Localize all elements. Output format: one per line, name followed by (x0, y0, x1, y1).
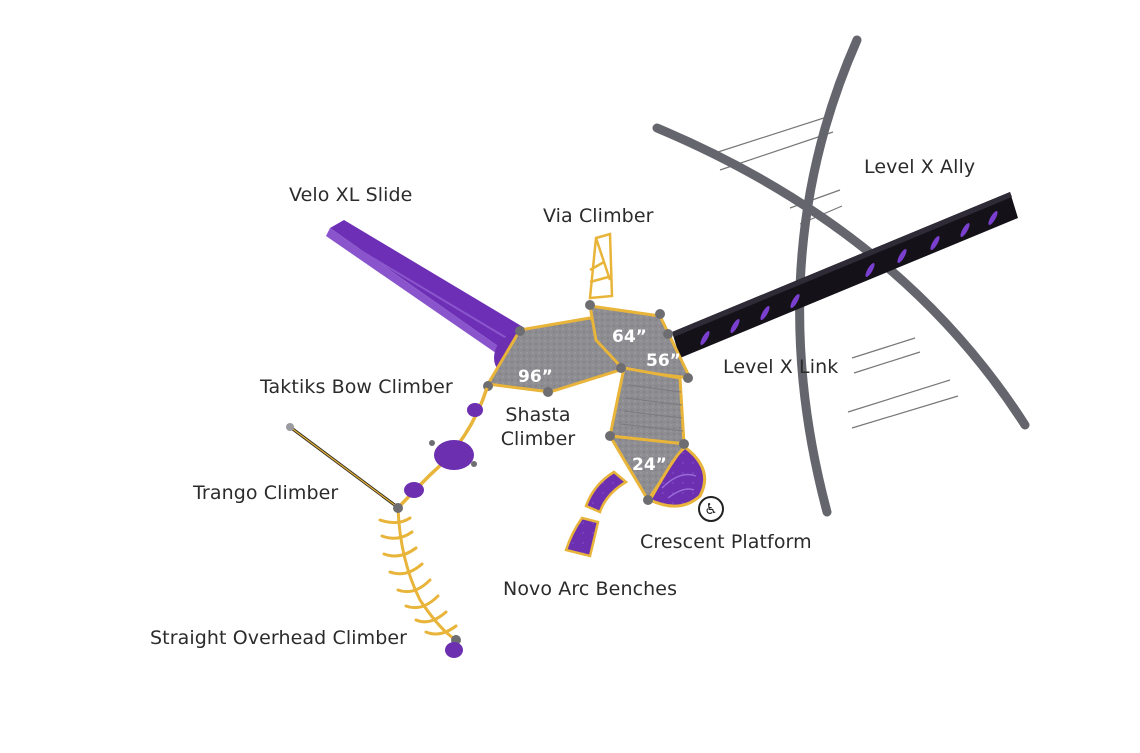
novo-arc-benches (564, 470, 629, 558)
label-taktiks-bow-climber: Taktiks Bow Climber (260, 376, 453, 398)
wheelchair-icon: ♿ (698, 496, 724, 522)
label-shasta-line1: Shasta (505, 404, 571, 426)
level-x-link (672, 192, 1018, 358)
label-crescent-platform: Crescent Platform (640, 531, 812, 553)
label-shasta-climber: Shasta Climber (500, 403, 576, 451)
deck-height-56: 56” (646, 351, 681, 371)
deck-height-96: 96” (518, 367, 553, 387)
via-climber (588, 232, 614, 300)
label-straight-overhead-climber: Straight Overhead Climber (150, 627, 408, 649)
deck-height-64: 64” (612, 327, 647, 347)
ally-arch-left (795, 35, 862, 517)
taktiks-bow-climber (396, 387, 489, 510)
straight-overhead-climber (378, 503, 463, 658)
trango-climber (286, 423, 397, 508)
label-via-climber: Via Climber (543, 205, 654, 227)
label-level-x-ally: Level X Ally (864, 156, 976, 178)
crescent-platform (647, 446, 707, 508)
link-stripes (700, 210, 998, 346)
label-level-x-link: Level X Link (723, 356, 839, 378)
label-novo-arc-benches: Novo Arc Benches (503, 578, 678, 600)
label-shasta-line2: Climber (500, 428, 576, 450)
velo-xl-slide (326, 220, 539, 373)
deck-height-24: 24” (632, 455, 667, 475)
label-trango-climber: Trango Climber (193, 482, 339, 504)
label-velo-xl-slide: Velo XL Slide (289, 184, 413, 206)
decks (485, 304, 693, 503)
